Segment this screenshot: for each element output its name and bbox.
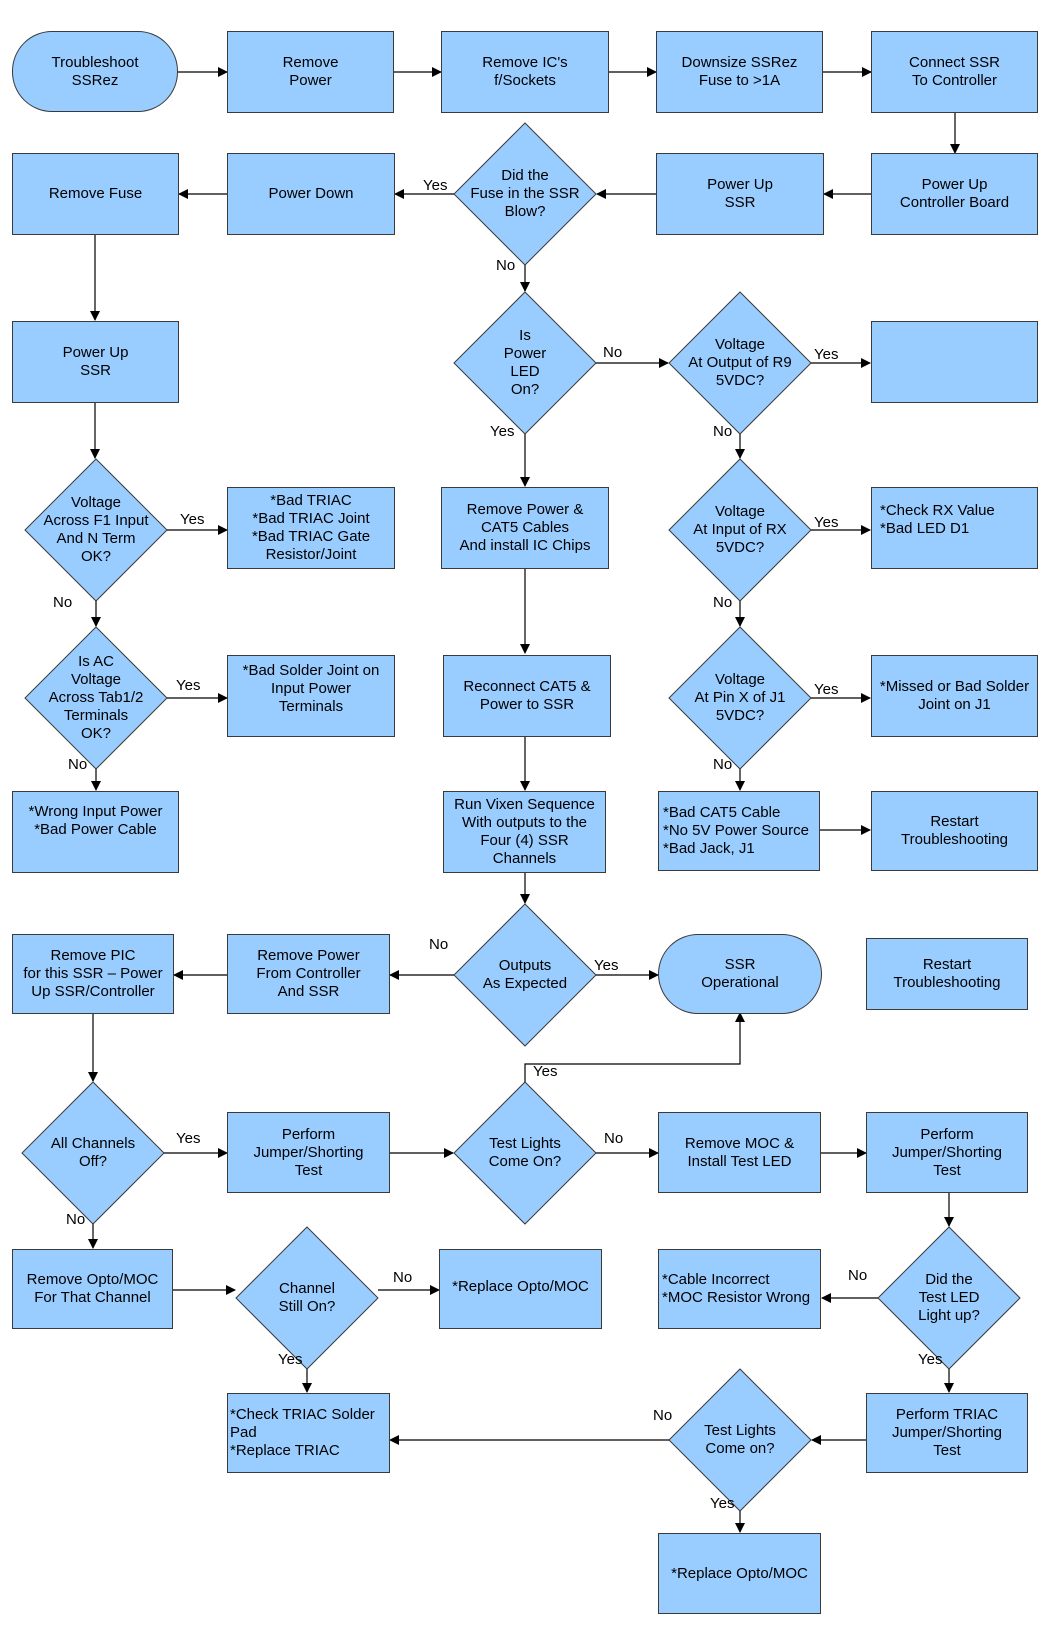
replace-opto-box-1: *Replace Opto/MOC bbox=[439, 1249, 602, 1329]
downsize-fuse-box: Downsize SSRez Fuse to >1A bbox=[656, 31, 823, 113]
label-yes: Yes bbox=[490, 423, 515, 440]
decision-ac-voltage: Is AC Voltage Across Tab1/2 Terminals OK… bbox=[48, 653, 144, 742]
label-yes: Yes bbox=[814, 514, 839, 531]
remove-ics-box: Remove IC's f/Sockets bbox=[441, 31, 609, 113]
decision-voltage-r9: Voltage At Output of R9 5VDC? bbox=[688, 336, 792, 389]
decision-fuse-blow: Did the Fuse in the SSR Blow? bbox=[470, 167, 580, 220]
label-yes: Yes bbox=[278, 1351, 303, 1368]
power-up-ssr-left-box: Power Up SSR bbox=[12, 321, 179, 403]
label-no: No bbox=[603, 344, 623, 361]
decision-test-lights-2: Test Lights Come on? bbox=[704, 1422, 776, 1457]
label-yes: Yes bbox=[814, 681, 839, 698]
label-yes: Yes bbox=[918, 1351, 943, 1368]
remove-moc-box: Remove MOC & Install Test LED bbox=[658, 1112, 821, 1193]
end-ssr-operational: SSR Operational bbox=[658, 934, 822, 1014]
bad-cat5-box: *Bad CAT5 Cable *No 5V Power Source *Bad… bbox=[658, 791, 820, 871]
label-no: No bbox=[713, 423, 733, 440]
decision-voltage-rx: Voltage At Input of RX 5VDC? bbox=[693, 503, 787, 556]
decision-outputs-expected-shape bbox=[453, 903, 597, 1047]
decision-test-lights-1: Test Lights Come On? bbox=[488, 1135, 562, 1170]
label-no: No bbox=[653, 1407, 673, 1424]
replace-opto-box-2: *Replace Opto/MOC bbox=[658, 1533, 821, 1614]
start-troubleshoot-ssrez: Troubleshoot SSRez bbox=[12, 31, 178, 112]
perform-jumper-box-1: Perform Jumper/Shorting Test bbox=[227, 1112, 390, 1193]
label-no: No bbox=[604, 1130, 624, 1147]
remove-power-box: Remove Power bbox=[227, 31, 394, 113]
label-no: No bbox=[496, 257, 516, 274]
label-yes: Yes bbox=[594, 957, 619, 974]
restart-troubleshooting-box-2: Restart Troubleshooting bbox=[866, 938, 1028, 1010]
decision-all-channels-off: All Channels Off? bbox=[50, 1135, 136, 1170]
label-no: No bbox=[66, 1211, 86, 1228]
label-yes: Yes bbox=[176, 677, 201, 694]
label-yes: Yes bbox=[423, 177, 448, 194]
label-no: No bbox=[713, 594, 733, 611]
blank-box bbox=[871, 321, 1038, 403]
power-up-controller-box: Power Up Controller Board bbox=[871, 153, 1038, 235]
label-no: No bbox=[713, 756, 733, 773]
power-down-box: Power Down bbox=[227, 153, 395, 235]
check-triac-pad-box: *Check TRIAC Solder Pad *Replace TRIAC bbox=[227, 1393, 390, 1473]
perform-jumper-box-2: Perform Jumper/Shorting Test bbox=[866, 1112, 1028, 1193]
decision-outputs-expected: Outputs As Expected bbox=[482, 957, 568, 992]
wrong-input-power-box: *Wrong Input Power *Bad Power Cable bbox=[12, 791, 179, 873]
connect-ssr-box: Connect SSR To Controller bbox=[871, 31, 1038, 113]
label-yes: Yes bbox=[533, 1063, 558, 1080]
bad-triac-box: *Bad TRIAC *Bad TRIAC Joint *Bad TRIAC G… bbox=[227, 487, 395, 569]
bad-solder-input-box: *Bad Solder Joint on Input Power Termina… bbox=[227, 655, 395, 737]
remove-power-cat5-box: Remove Power & CAT5 Cables And install I… bbox=[441, 487, 609, 569]
connector bbox=[524, 1012, 745, 1082]
label-no: No bbox=[53, 594, 73, 611]
decision-test-led-lit: Did the Test LED Light up? bbox=[918, 1271, 980, 1324]
label-no: No bbox=[393, 1269, 413, 1286]
restart-troubleshooting-box-1: Restart Troubleshooting bbox=[871, 791, 1038, 871]
remove-opto-box: Remove Opto/MOC For That Channel bbox=[12, 1249, 173, 1329]
decision-voltage-f1: Voltage Across F1 Input And N Term OK? bbox=[43, 494, 149, 565]
run-vixen-box: Run Vixen Sequence With outputs to the F… bbox=[443, 791, 606, 873]
missed-solder-j1-box: *Missed or Bad Solder Joint on J1 bbox=[871, 655, 1038, 737]
remove-fuse-box: Remove Fuse bbox=[12, 153, 179, 235]
reconnect-cat5-box: Reconnect CAT5 & Power to SSR bbox=[443, 655, 611, 737]
check-rx-box: *Check RX Value *Bad LED D1 bbox=[871, 487, 1038, 569]
label-yes: Yes bbox=[814, 346, 839, 363]
label-yes: Yes bbox=[180, 511, 205, 528]
decision-test-lights-1-shape bbox=[453, 1081, 597, 1225]
label-yes: Yes bbox=[710, 1495, 735, 1512]
label-yes: Yes bbox=[176, 1130, 201, 1147]
remove-power-controller-box: Remove Power From Controller And SSR bbox=[227, 934, 390, 1014]
decision-channel-still-on: Channel Still On? bbox=[278, 1280, 336, 1315]
remove-pic-box: Remove PIC for this SSR – Power Up SSR/C… bbox=[12, 934, 174, 1014]
cable-incorrect-box: *Cable Incorrect *MOC Resistor Wrong bbox=[658, 1249, 821, 1329]
decision-voltage-j1: Voltage At Pin X of J1 5VDC? bbox=[694, 671, 786, 724]
label-no: No bbox=[848, 1267, 868, 1284]
decision-power-led: Is Power LED On? bbox=[503, 327, 547, 398]
perform-triac-jumper-box: Perform TRIAC Jumper/Shorting Test bbox=[866, 1393, 1028, 1473]
power-up-ssr-box: Power Up SSR bbox=[656, 153, 824, 235]
label-no: No bbox=[68, 756, 88, 773]
label-no: No bbox=[429, 936, 449, 953]
